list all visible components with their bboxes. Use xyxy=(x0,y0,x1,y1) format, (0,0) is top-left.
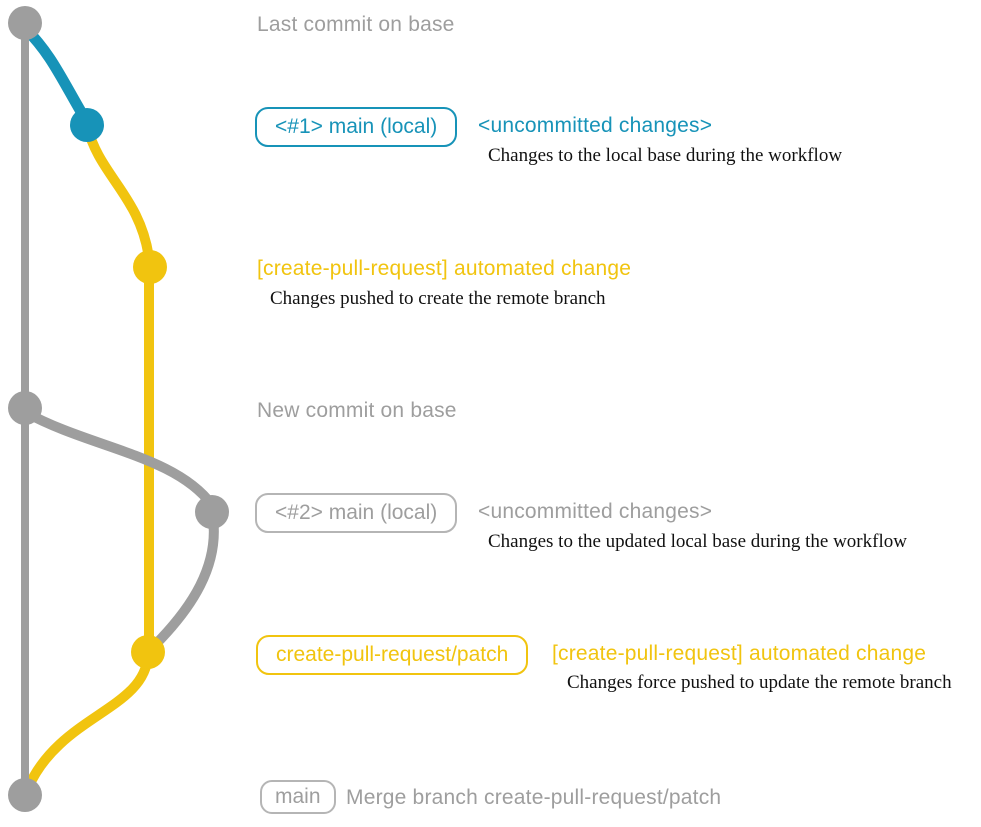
commit-dot-last-base xyxy=(8,6,42,40)
new-commit-label: New commit on base xyxy=(257,399,457,422)
branch-line-yellow-merge xyxy=(23,650,153,793)
commit-dot-automated-2 xyxy=(131,635,165,669)
branch-line-local-gray-out xyxy=(20,407,217,510)
uncommitted-changes-desc-2: Changes to the updated local base during… xyxy=(488,531,907,552)
automated-change-desc-2: Changes force pushed to update the remot… xyxy=(567,672,952,693)
branch-badge-main: main xyxy=(260,780,336,814)
uncommitted-changes-title-1: <uncommitted changes> xyxy=(478,114,713,137)
automated-change-title-1: [create-pull-request] automated change xyxy=(257,257,632,280)
branch-line-local-blue xyxy=(19,22,93,128)
commit-dot-new-base xyxy=(8,391,42,425)
branch-line-local-gray-in xyxy=(148,507,219,652)
uncommitted-changes-desc-1: Changes to the local base during the wor… xyxy=(488,145,843,166)
commit-dot-local-1 xyxy=(70,108,104,142)
branch-badge-main-local-1: <#1> main (local) xyxy=(255,107,458,147)
commit-dot-automated-1 xyxy=(133,250,167,284)
automated-change-desc-1: Changes pushed to create the remote bran… xyxy=(270,288,606,309)
branch-line-yellow-from-local xyxy=(82,120,154,263)
commit-dot-local-2 xyxy=(195,495,229,529)
merge-commit-label: Merge branch create-pull-request/patch xyxy=(346,786,722,809)
last-commit-label: Last commit on base xyxy=(257,13,455,36)
uncommitted-changes-title-2: <uncommitted changes> xyxy=(478,500,713,523)
commit-dot-merge xyxy=(8,778,42,812)
branch-badge-main-local-2: <#2> main (local) xyxy=(255,493,458,533)
branch-badge-create-pull-request-patch: create-pull-request/patch xyxy=(256,635,529,675)
automated-change-title-2: [create-pull-request] automated change xyxy=(552,642,927,665)
